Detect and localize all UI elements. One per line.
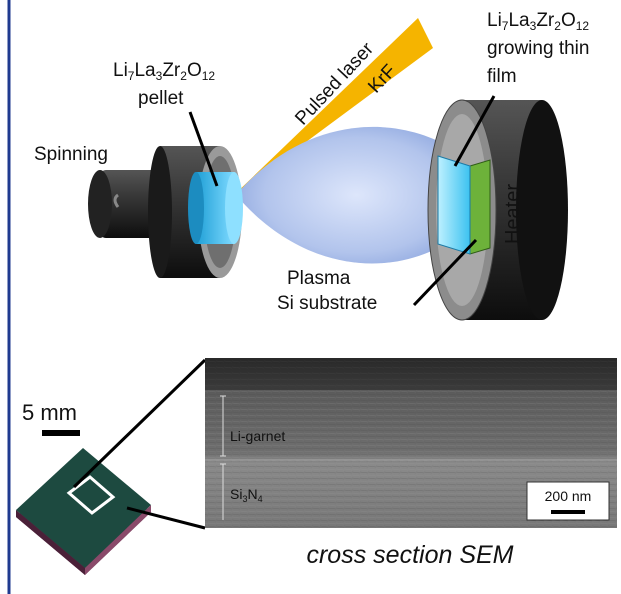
pellet-formula-label: Li7La3Zr2O12 — [113, 60, 215, 83]
plasma-label: Plasma — [287, 268, 351, 289]
sem-li-garnet-label: Li-garnet — [230, 428, 285, 444]
sem-caption: cross section SEM — [306, 541, 513, 569]
pellet-leader-line — [188, 111, 219, 187]
zoom-line-bottom — [126, 506, 206, 530]
growing-thin-label: growing thin — [487, 38, 589, 59]
film-formula-label: Li7La3Zr2O12 — [487, 10, 589, 33]
zoom-line-top — [72, 358, 207, 489]
heater-label: Heater — [502, 184, 524, 244]
substrate-leader-line — [412, 238, 478, 307]
pellet-label: pellet — [138, 88, 184, 109]
pulsed-laser-beam — [233, 18, 433, 196]
sem-si3n4-label: Si3N4 — [230, 486, 263, 504]
plasma-plume — [236, 126, 455, 264]
chip-selection-box — [66, 475, 116, 515]
film-label: film — [487, 66, 517, 87]
growing-thin-film — [437, 155, 471, 255]
heater-cylinder — [427, 99, 568, 321]
sem-scale-label: 200 nm — [545, 488, 592, 504]
spinning-label: Spinning — [34, 144, 108, 165]
si-substrate — [469, 159, 491, 255]
scale-5mm-label: 5 mm — [22, 400, 77, 425]
si-substrate-label: Si substrate — [277, 293, 377, 314]
scale-5mm-bar — [42, 430, 80, 436]
sample-chip — [16, 448, 151, 575]
film-leader-line — [453, 95, 496, 167]
sem-scale-bar — [526, 481, 610, 521]
